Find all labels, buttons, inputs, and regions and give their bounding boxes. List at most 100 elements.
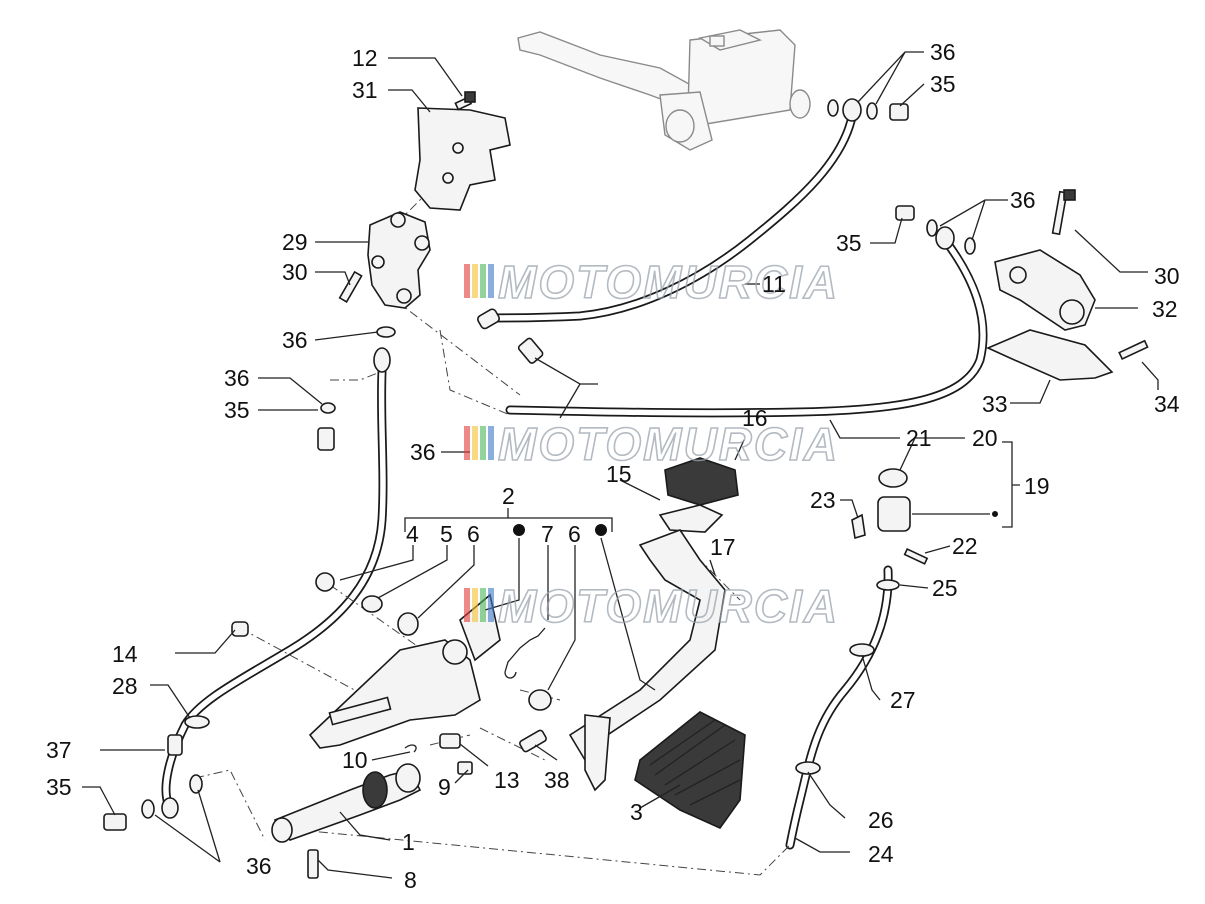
- callout-35: 35: [224, 397, 250, 423]
- part-19-reservoir: [877, 496, 911, 532]
- banjo-fitting: [935, 226, 955, 250]
- callout-38: 38: [544, 767, 570, 793]
- callout-36: 36: [246, 853, 272, 879]
- part-9-screw: [457, 761, 473, 775]
- part-23-clip: [851, 513, 866, 540]
- pivot-bushing: [442, 639, 468, 665]
- part-15-pedal-pad: [658, 504, 724, 533]
- callout-9: 9: [438, 774, 451, 800]
- part-29-distributor: [367, 211, 431, 309]
- part-38-switch: [519, 729, 547, 753]
- callout-1: 1: [402, 829, 415, 855]
- callout-36: 36: [224, 365, 250, 391]
- banjo-bolts-35: [103, 103, 915, 831]
- callout-31: 31: [352, 77, 378, 103]
- svg-text:MOTOMURCIA: MOTOMURCIA: [498, 256, 839, 308]
- callout-11: 11: [762, 271, 786, 297]
- callout-3: 3: [630, 799, 643, 825]
- part-13-bolt: [439, 733, 461, 749]
- callout-7: 7: [541, 521, 554, 547]
- banjo-fitting: [161, 797, 179, 819]
- pedal-support-tab: [328, 696, 392, 726]
- part-16-pedal-rubber: [664, 457, 739, 506]
- part-29-port: [396, 288, 412, 304]
- pedal-support-plate: [308, 639, 481, 749]
- callout-26: 26: [868, 807, 894, 833]
- part-12-bolt: [454, 91, 476, 111]
- part-32-port: [1009, 266, 1027, 284]
- part-20-cap: [878, 468, 908, 488]
- callout-34: 34: [1154, 391, 1180, 417]
- leader-lines: [82, 51, 1159, 879]
- callout-8: 8: [404, 867, 417, 893]
- svg-text:MOTOMURCIA: MOTOMURCIA: [498, 580, 839, 632]
- banjo-fitting: [842, 98, 862, 122]
- callout-21: 21: [906, 425, 932, 451]
- callout-22: 22: [952, 533, 978, 559]
- callout-5: 5: [440, 521, 453, 547]
- part-29-port: [390, 212, 406, 228]
- callout-4: 4: [406, 521, 419, 547]
- callout-36: 36: [1010, 187, 1036, 213]
- part-1-master-cylinder: [271, 763, 422, 843]
- logo-stripes-icon: [464, 264, 494, 298]
- washers-36: [141, 99, 976, 819]
- callout-30: 30: [282, 259, 308, 285]
- part-25-clamp: [876, 579, 900, 591]
- callout-16: 16: [742, 405, 768, 431]
- part-31-bracket: [414, 107, 511, 211]
- part-4-bushing: [315, 572, 335, 592]
- part-8-bolt: [307, 849, 319, 879]
- callout-6: 6: [467, 521, 480, 547]
- part-3-boot: [634, 711, 746, 829]
- part-32-port: [1059, 299, 1085, 325]
- part-22-screw: [903, 547, 929, 565]
- callout-6: 6: [568, 521, 581, 547]
- part-6-bushing: [397, 612, 419, 636]
- callout-35: 35: [930, 71, 956, 97]
- callout-labels: 12 31 29 30 36 36 35 36 35 11 35 30 32 3…: [46, 39, 1180, 893]
- callout-25: 25: [932, 575, 958, 601]
- callout-14: 14: [112, 641, 138, 667]
- part-28-clamp: [184, 715, 210, 729]
- part-7-spring: [504, 627, 546, 679]
- callout-10: 10: [342, 747, 368, 773]
- handlebar-master-cylinder: [517, 29, 811, 151]
- logo-stripes-icon: [464, 426, 494, 460]
- part-5-washer: [361, 595, 383, 613]
- callout-15: 15: [606, 461, 632, 487]
- callout-28: 28: [112, 673, 138, 699]
- part-26-clamp: [795, 761, 821, 775]
- watermark-2: MOTOMURCIA: [464, 417, 839, 471]
- callout-13: 13: [494, 767, 520, 793]
- callout-17: 17: [710, 534, 736, 560]
- part-34-screw: [1118, 339, 1149, 361]
- callout-19: 19: [1024, 473, 1050, 499]
- part-30-bolt-left: [338, 270, 363, 303]
- part-29-port: [414, 235, 430, 251]
- brake-hoses: [161, 107, 988, 850]
- svg-text:MOTOMURCIA: MOTOMURCIA: [498, 418, 839, 470]
- banjo-fitting: [373, 347, 391, 373]
- watermark-3: MOTOMURCIA: [464, 579, 839, 633]
- callout-23: 23: [810, 487, 836, 513]
- callout-30: 30: [1154, 263, 1180, 289]
- callout-12: 12: [352, 45, 378, 71]
- callout-2: 2: [502, 483, 515, 509]
- part-33-bracket: [986, 329, 1114, 381]
- callout-33: 33: [982, 391, 1008, 417]
- callout-36: 36: [282, 327, 308, 353]
- part-37-fitting: [167, 734, 183, 756]
- logo-stripes-icon: [464, 588, 494, 622]
- hose-end-fitting: [477, 308, 500, 330]
- callout-37: 37: [46, 737, 72, 763]
- callout-27: 27: [890, 687, 916, 713]
- callout-29: 29: [282, 229, 308, 255]
- watermark-1: MOTOMURCIA: [464, 255, 839, 309]
- callout-36: 36: [930, 39, 956, 65]
- part-6-bushing: [528, 689, 552, 711]
- part-30-bolt-head: [1063, 189, 1076, 201]
- callout-32: 32: [1152, 296, 1178, 322]
- part-31-hole: [442, 172, 454, 184]
